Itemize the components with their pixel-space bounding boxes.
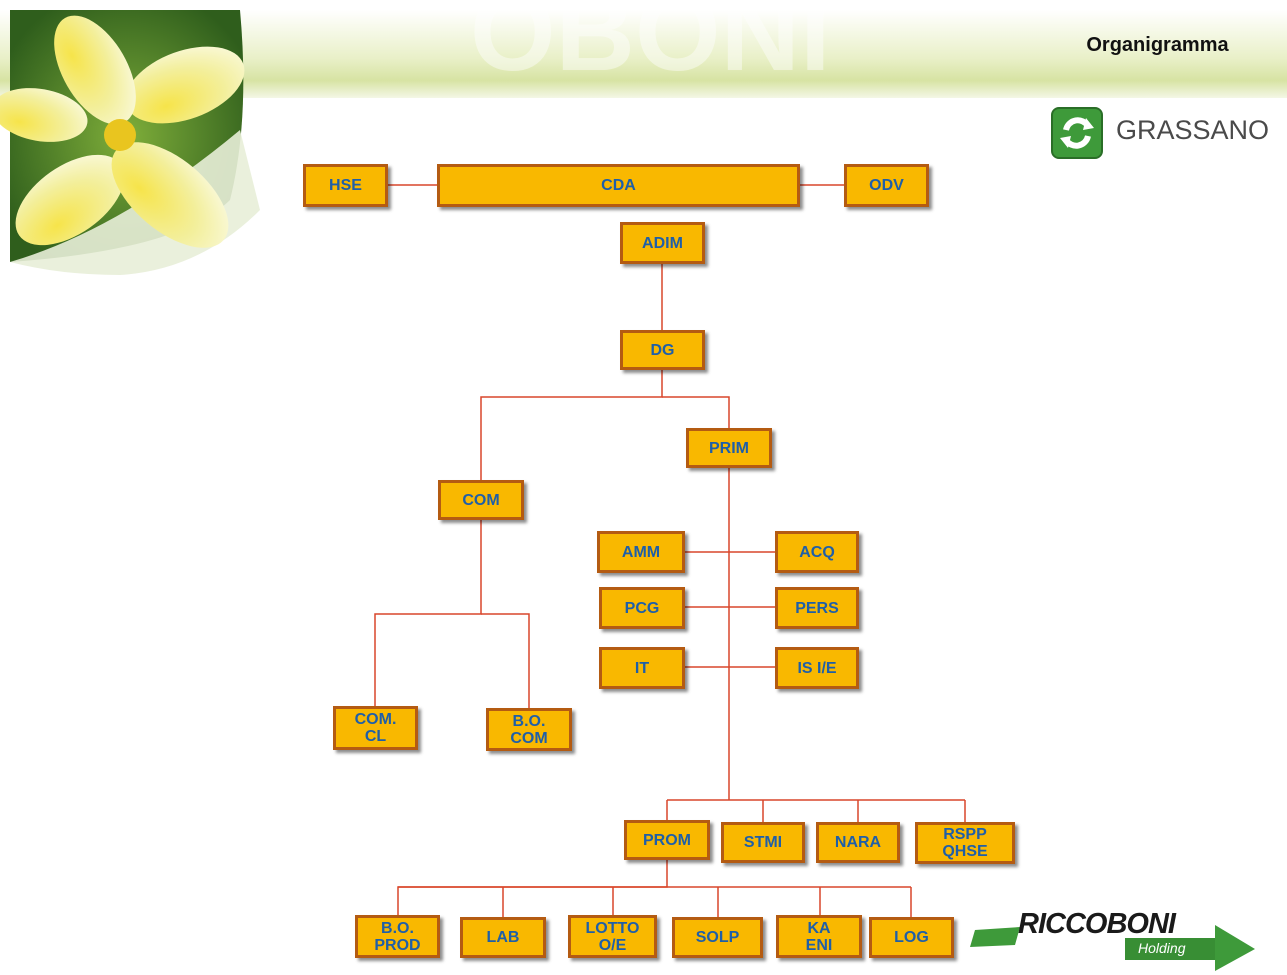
svg-text:OBONI: OBONI (470, 0, 831, 94)
node-boprod: B.O. PROD (355, 915, 440, 958)
grassano-logo-icon (1051, 107, 1103, 159)
node-pers: PERS (775, 587, 859, 629)
node-dg: DG (620, 330, 705, 370)
page-title: Organigramma (1086, 34, 1229, 56)
node-kaeni: KA ENI (776, 915, 862, 958)
riccoboni-logo-arrows (970, 925, 1255, 971)
grassano-logo-text: GRASSANO (1116, 115, 1270, 145)
line-com-branch (374, 520, 482, 706)
node-stmi: STMI (721, 822, 805, 863)
node-log: LOG (869, 917, 954, 958)
line-com-bocom (481, 613, 530, 708)
riccoboni-logo-subtext: Holding (1138, 940, 1186, 956)
node-adim: ADIM (620, 222, 705, 264)
node-com: COM (438, 480, 524, 520)
node-prim: PRIM (686, 428, 772, 468)
node-nara: NARA (816, 822, 900, 863)
line-prim-bottom (666, 799, 966, 822)
node-pcg: PCG (599, 587, 685, 629)
line-dg-prim (662, 396, 730, 428)
node-bocom: B.O. COM (486, 708, 572, 751)
line-prom-children (398, 886, 912, 917)
node-rspp: RSPP QHSE (915, 822, 1015, 864)
node-amm: AMM (597, 531, 685, 573)
node-lab: LAB (460, 917, 546, 958)
riccoboni-logo-text: RICCOBONI (1018, 908, 1176, 940)
node-lotto: LOTTO O/E (568, 915, 657, 958)
node-acq: ACQ (775, 531, 859, 573)
petal-2 (111, 142, 229, 248)
node-cda: CDA (437, 164, 800, 207)
line-dg-branch (480, 370, 663, 480)
petal-3 (125, 46, 245, 124)
petal-5 (0, 88, 88, 142)
node-solp: SOLP (672, 917, 763, 958)
petal-4 (54, 15, 136, 125)
node-hse: HSE (303, 164, 388, 207)
node-isie: IS I/E (775, 647, 859, 689)
node-it: IT (599, 647, 685, 689)
node-odv: ODV (844, 164, 929, 207)
node-comcl: COM. CL (333, 706, 418, 750)
petal-1 (15, 154, 125, 246)
node-prom: PROM (624, 820, 710, 860)
